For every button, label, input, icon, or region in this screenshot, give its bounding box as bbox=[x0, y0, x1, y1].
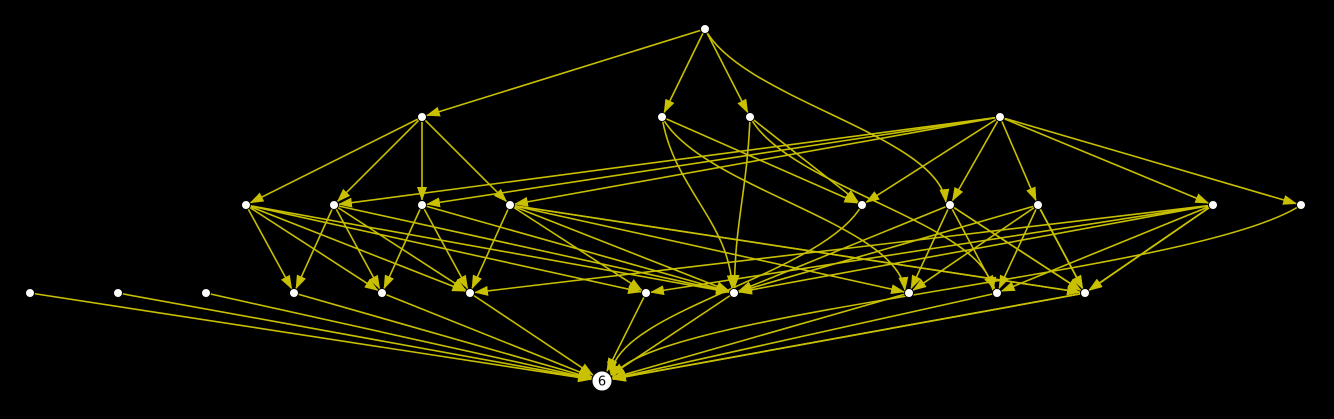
node-c13[interactable] bbox=[1080, 288, 1090, 298]
node-b5[interactable] bbox=[857, 200, 867, 210]
node-b9[interactable] bbox=[1296, 200, 1306, 210]
node-c4[interactable] bbox=[289, 288, 299, 298]
node-b4[interactable] bbox=[505, 200, 515, 210]
edge-a2-to-c9 bbox=[661, 116, 909, 292]
edge-c1-to-sink bbox=[29, 292, 593, 383]
edge-b8-to-c6 bbox=[473, 204, 1214, 296]
edge-c9-to-sink bbox=[611, 292, 910, 380]
edge-b2-to-c5 bbox=[333, 204, 381, 290]
edge-b1-to-c8 bbox=[245, 204, 731, 295]
edge-b1-to-c7 bbox=[245, 204, 643, 295]
edge-a3-to-c8 bbox=[729, 116, 751, 290]
node-c9[interactable] bbox=[904, 288, 914, 298]
edge-b8-to-c8 bbox=[737, 204, 1214, 295]
edge-a4-to-b3 bbox=[425, 116, 1001, 208]
sink-node[interactable] bbox=[591, 370, 613, 392]
edge-b2-to-c6 bbox=[333, 204, 467, 291]
edge-c7-to-sink bbox=[606, 292, 647, 373]
edge-b4-to-c7 bbox=[509, 204, 643, 291]
node-b1[interactable] bbox=[241, 200, 251, 210]
edge-b4-to-c9 bbox=[509, 204, 906, 295]
edge-c8-to-sink bbox=[610, 292, 735, 376]
edge-a4-to-b6 bbox=[951, 116, 1001, 202]
edge-b7-to-c10 bbox=[998, 204, 1039, 290]
edge-a4-to-b2 bbox=[337, 116, 1001, 208]
edge-top-to-a1 bbox=[425, 28, 706, 117]
node-top[interactable] bbox=[700, 24, 710, 34]
edge-c3-to-sink bbox=[205, 292, 593, 381]
node-a2[interactable] bbox=[657, 112, 667, 122]
node-c8[interactable] bbox=[729, 288, 739, 298]
node-c5[interactable] bbox=[377, 288, 387, 298]
edge-a4-to-b8 bbox=[999, 116, 1210, 204]
edge-b3-to-c5 bbox=[383, 204, 423, 290]
node-c6[interactable] bbox=[465, 288, 475, 298]
node-b2[interactable] bbox=[329, 200, 339, 210]
edge-top-to-a2 bbox=[663, 28, 706, 114]
edge-a1-to-b1 bbox=[249, 116, 423, 204]
sink-node-label: 6 bbox=[598, 375, 606, 390]
node-a1[interactable] bbox=[417, 112, 427, 122]
edge-a4-to-b5 bbox=[865, 116, 1001, 203]
edge-b1-to-c5 bbox=[245, 204, 379, 291]
node-b6[interactable] bbox=[945, 200, 955, 210]
edge-b7-to-c8 bbox=[737, 204, 1039, 293]
edge-b5-to-sink bbox=[606, 204, 863, 376]
edge-layer bbox=[29, 28, 1302, 383]
node-c7[interactable] bbox=[641, 288, 651, 298]
node-c1[interactable] bbox=[25, 288, 35, 298]
edge-a4-to-b9 bbox=[999, 116, 1298, 205]
edge-b1-to-c6 bbox=[245, 204, 467, 292]
node-layer: 6 bbox=[25, 24, 1306, 392]
edge-b4-to-c6 bbox=[471, 204, 511, 290]
edge-b8-to-c10 bbox=[1000, 204, 1214, 292]
edge-b9-to-sink bbox=[611, 204, 1302, 380]
edge-b6-to-c12 bbox=[949, 204, 1082, 291]
edge-b1-to-c4 bbox=[245, 204, 293, 290]
edge-c13-to-sink bbox=[611, 292, 1086, 382]
edge-a3-to-c10 bbox=[749, 116, 997, 292]
edge-top-to-b6 bbox=[704, 28, 950, 204]
node-b3[interactable] bbox=[417, 200, 427, 210]
node-c3[interactable] bbox=[201, 288, 211, 298]
node-a4[interactable] bbox=[995, 112, 1005, 122]
node-a3[interactable] bbox=[745, 112, 755, 122]
node-c2[interactable] bbox=[113, 288, 123, 298]
edge-b7-to-c9 bbox=[912, 204, 1039, 291]
edge-top-to-a3 bbox=[704, 28, 749, 114]
edge-c2-to-sink bbox=[117, 292, 593, 382]
edge-b2-to-c4 bbox=[295, 204, 335, 290]
edge-b6-to-c10 bbox=[949, 204, 996, 290]
edge-b8-to-c13 bbox=[1088, 204, 1214, 291]
edge-b4-to-c8 bbox=[509, 204, 731, 292]
edge-c10-to-sink bbox=[611, 292, 998, 381]
edge-a1-to-b2 bbox=[336, 116, 423, 203]
edge-a4-to-b4 bbox=[513, 116, 1001, 207]
node-b8[interactable] bbox=[1208, 200, 1218, 210]
edge-a2-to-c8 bbox=[661, 116, 737, 290]
node-b7[interactable] bbox=[1033, 200, 1043, 210]
edge-a1-to-b4 bbox=[421, 116, 508, 203]
edge-b8-to-c7 bbox=[649, 204, 1214, 296]
edge-b3-to-c6 bbox=[421, 204, 469, 290]
edge-c4-to-sink bbox=[293, 292, 593, 380]
node-c10[interactable] bbox=[992, 288, 1002, 298]
edge-b6-to-c9 bbox=[910, 204, 951, 290]
edge-b2-to-c8 bbox=[333, 204, 731, 295]
edge-b7-to-c13 bbox=[1037, 204, 1084, 290]
edge-a3-to-b5 bbox=[749, 116, 859, 203]
edge-a4-to-b7 bbox=[999, 116, 1037, 202]
edge-c6-to-sink bbox=[469, 292, 594, 376]
edge-c5-to-sink bbox=[381, 292, 593, 378]
